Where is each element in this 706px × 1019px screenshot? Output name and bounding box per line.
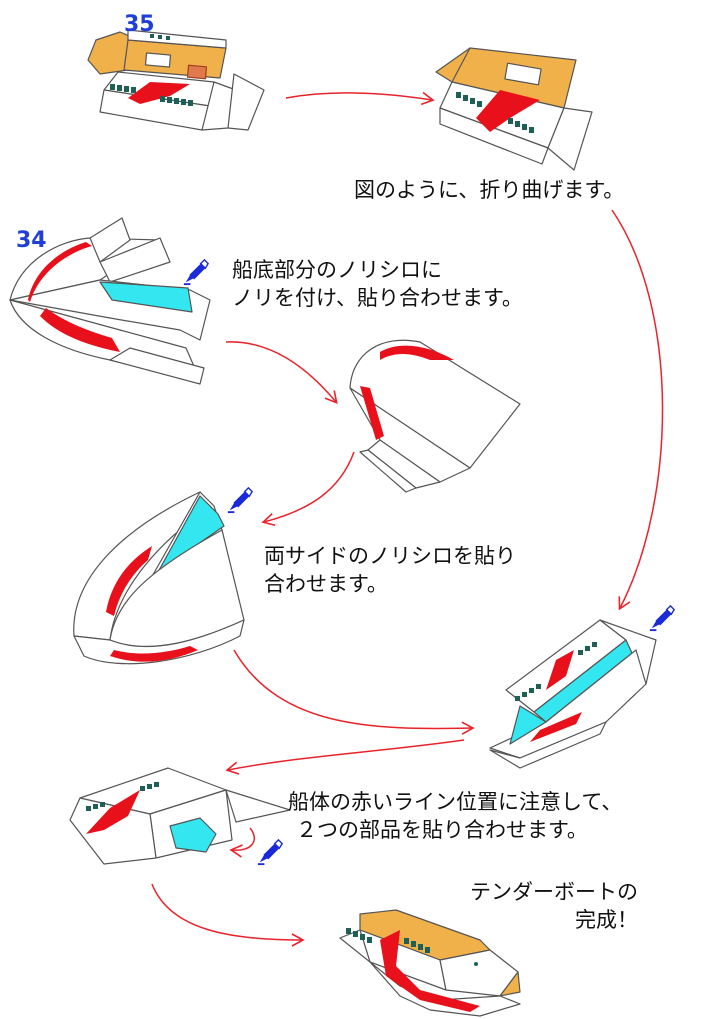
step34-folded-hull	[349, 339, 521, 493]
arrow-fold	[285, 91, 435, 106]
arrow-to-hull	[233, 649, 475, 735]
caption-join-parts: 船体の赤いライン位置に注意して、 ２つの部品を貼り合わせます。	[288, 790, 623, 842]
step34-side-glued-hull	[73, 491, 245, 665]
cabin-part-windows	[86, 782, 159, 811]
completed-tender-boat	[339, 909, 521, 1017]
arrow-bottom-glue	[225, 341, 338, 405]
caption-side-glue: 両サイドのノリシロを貼り 合わせます。	[264, 544, 516, 596]
step35-windows	[110, 34, 193, 106]
glue-bottle-icon	[182, 258, 210, 286]
arrow-cabin-glue	[229, 827, 255, 858]
caption-complete: テンダーボートの 完成！	[470, 880, 638, 932]
step34-hull-part	[9, 217, 211, 385]
hull-with-cabin-windows	[515, 642, 597, 701]
completed-boat-windows	[346, 928, 430, 953]
arrow-to-cabin	[225, 739, 465, 775]
glue-bottle-icon	[648, 604, 676, 632]
step35-flat-part	[87, 29, 265, 131]
glue-bottle-icon	[256, 838, 284, 866]
cabin-part	[69, 767, 291, 865]
caption-fold: 図のように、折り曲げます。	[354, 178, 625, 202]
hull-with-cabin-assembled	[489, 619, 657, 769]
caption-bottom-glue: 船底部分のノリシロに ノリを付け、貼り合わせます。	[232, 258, 523, 310]
step-number-35: 35	[124, 12, 155, 37]
arrow-to-complete	[151, 883, 305, 947]
step35-folded-windows	[456, 92, 534, 133]
arrow-side-glue	[261, 451, 355, 527]
arrow-to-assembly	[611, 209, 664, 611]
step35-folded-part	[435, 47, 593, 171]
glue-bottle-icon	[226, 486, 254, 514]
step-number-34: 34	[16, 228, 47, 253]
